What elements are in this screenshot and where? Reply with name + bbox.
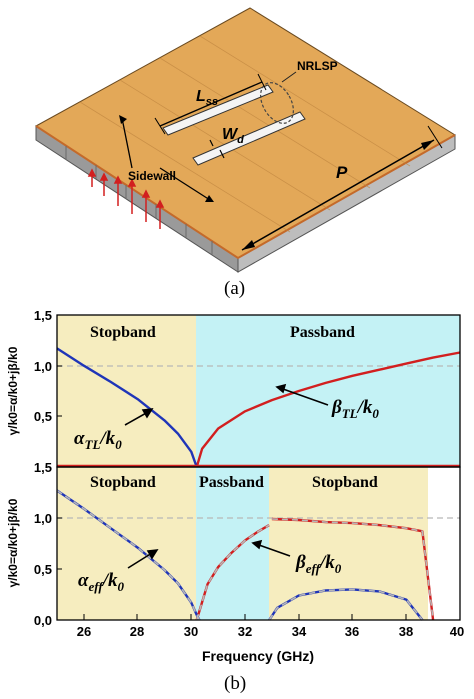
x-tick-36: 36 <box>345 624 359 639</box>
x-tick-labels: 26 28 30 32 34 36 38 40 <box>77 624 464 639</box>
annot-beta-eff: βeff/k0 <box>295 552 342 576</box>
region-top-passband: Passband <box>290 324 355 341</box>
y-tick-top-1-5: 1,5 <box>34 308 52 323</box>
chart-curves <box>56 347 461 621</box>
x-tick-40: 40 <box>450 624 464 639</box>
board-illustration <box>35 7 456 273</box>
annot-beta-tl: βTL/k0 <box>331 397 379 421</box>
region-bottom-stopband-1: Stopband <box>90 474 156 491</box>
region-top-stopband: Stopband <box>90 324 156 341</box>
label-sidewall: Sidewall <box>128 169 176 183</box>
y-tick-bottom-1-5: 1,5 <box>34 460 52 475</box>
y-tick-labels: 1,5 1,0 0,5 1,5 1,0 0,5 0,0 <box>34 308 52 628</box>
x-tick-26: 26 <box>77 624 91 639</box>
label-nrlsp: NRLSP <box>297 59 338 73</box>
series-line-0-1 <box>195 351 461 468</box>
annot-alpha-eff: αeff/k0 <box>78 570 125 594</box>
x-tick-28: 28 <box>130 624 144 639</box>
x-tick-30: 30 <box>184 624 198 639</box>
top-passband-bg <box>196 315 460 467</box>
x-tick-38: 38 <box>399 624 413 639</box>
y-tick-top-1-0: 1,0 <box>34 359 52 374</box>
x-tick-34: 34 <box>292 624 307 639</box>
series-dashed-1-2 <box>271 518 434 621</box>
label-lss: Lss <box>196 88 218 108</box>
region-bottom-passband: Passband <box>199 474 264 491</box>
y-axis-label-bottom: γ/k0=α/k0+jβ/k0 <box>6 498 20 587</box>
label-p: P <box>336 163 348 182</box>
y-tick-top-0-5: 0,5 <box>34 409 52 424</box>
y-tick-bottom-0-5: 0,5 <box>34 562 52 577</box>
caption-b: (b) <box>224 673 246 694</box>
bottom-plot-frame <box>56 466 461 621</box>
bottom-stopband-bg-2 <box>269 467 428 620</box>
caption-a: (a) <box>224 278 245 299</box>
series-dashed-1-0 <box>56 489 201 621</box>
x-axis-label: Frequency (GHz) <box>202 648 314 664</box>
series-dashed-1-3 <box>268 588 424 621</box>
x-tick-32: 32 <box>238 624 252 639</box>
annotation-arrows <box>124 383 329 569</box>
y-axis-label-top: γ/k0=α/k0+jβ/k0 <box>6 346 20 435</box>
bottom-stopband-bg-1 <box>57 467 196 620</box>
y-tick-bottom-1-0: 1,0 <box>34 511 52 526</box>
region-bottom-stopband-2: Stopband <box>312 474 378 491</box>
annot-alpha-tl: αTL/k0 <box>74 428 122 452</box>
y-tick-bottom-0-0: 0,0 <box>34 613 52 628</box>
series-dashed-1-1 <box>195 524 270 621</box>
label-wd: Wd <box>222 126 244 146</box>
x-ticks <box>57 365 461 620</box>
